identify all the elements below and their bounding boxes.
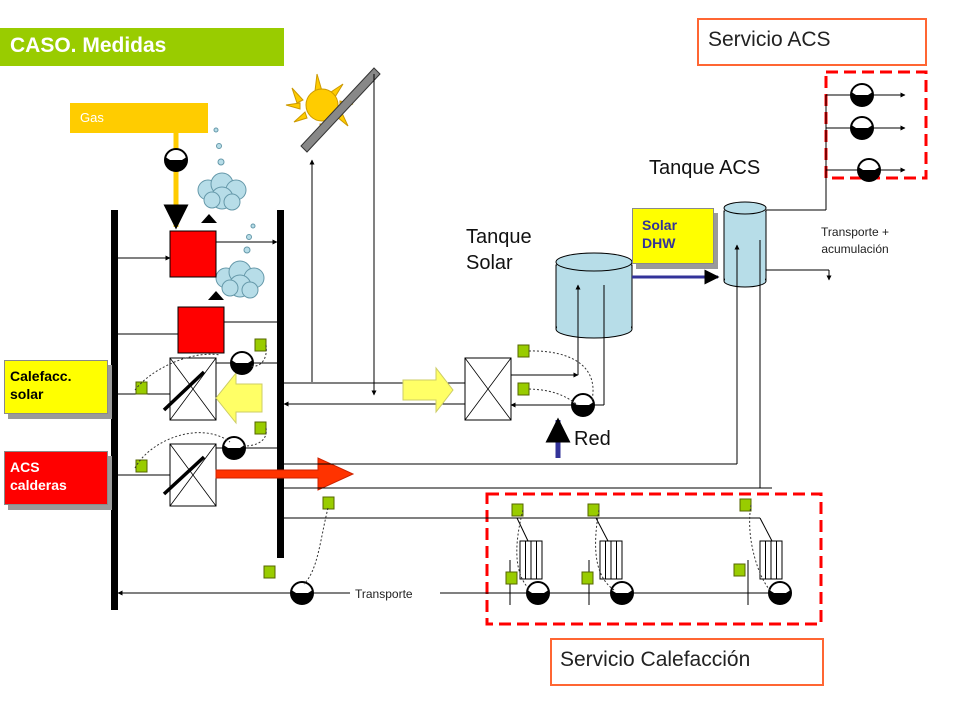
heat-exchanger-icon-2	[169, 443, 217, 507]
smoke-cloud-icon-upper	[197, 172, 247, 211]
smoke-cloud-icon-lower	[215, 260, 265, 299]
pump-icon-acs-2	[850, 116, 874, 140]
meter-icons	[135, 338, 752, 585]
signal-wires	[134, 344, 771, 591]
pump-icon-transport	[290, 581, 314, 605]
smoke-bubbles	[213, 127, 256, 254]
pump-icon-acs-3	[857, 158, 881, 182]
solar-heating-arrow-left	[215, 371, 263, 425]
transporte-label: Transporte	[353, 587, 415, 601]
acs-calderas-label: ACS calderas	[10, 459, 67, 493]
pump-icon-dhw-loop	[222, 436, 246, 460]
title-bar	[0, 28, 284, 66]
gas-label: Gas	[80, 110, 104, 125]
gas-label-box	[70, 103, 208, 133]
heating-service-frame	[485, 492, 823, 626]
pump-icon-heating-2	[610, 581, 634, 605]
transporte-acumulacion-label: Transporte + acumulación	[821, 225, 889, 256]
tanque-acs-label: Tanque ACS	[649, 157, 761, 179]
acs-tank	[723, 201, 767, 288]
return-manifold	[111, 210, 118, 610]
calefacc-solar-box	[4, 360, 108, 414]
solar-dhw-box	[632, 208, 714, 264]
solar-tank	[555, 252, 633, 339]
pump-icon-heating-3	[768, 581, 792, 605]
boiler-1	[169, 230, 217, 278]
heat-exchanger-icon-1	[169, 357, 217, 421]
servicio-calefaccion-label: Servicio Calefacción	[560, 648, 751, 671]
radiator-icon-3	[759, 540, 783, 580]
servicio-acs-box	[697, 18, 927, 66]
pump-icon-solar-loop	[230, 351, 254, 375]
radiator-icon-2	[599, 540, 623, 580]
dhw-arrow	[215, 457, 355, 491]
heat-exchanger-icon-3	[464, 357, 512, 421]
servicio-calefaccion-box	[550, 638, 824, 686]
boiler-2	[177, 306, 225, 354]
page-title: CASO. Medidas	[10, 34, 167, 57]
burner-triangle-lower	[208, 291, 224, 300]
red-label: Red	[574, 428, 611, 450]
solar-dhw-label: Solar DHW	[642, 217, 678, 251]
supply-manifold	[277, 210, 284, 558]
solar-collector-panel	[300, 67, 381, 153]
tanque-solar-label: Tanque Solar	[466, 226, 532, 274]
burner-triangle-upper	[201, 214, 217, 223]
radiator-icon-1	[519, 540, 543, 580]
acs-calderas-box	[4, 451, 108, 505]
solar-heating-arrow-right	[402, 366, 454, 414]
pump-icon-acs-1	[850, 83, 874, 107]
pump-icon-heating-1	[526, 581, 550, 605]
pump-icon-gas	[164, 148, 188, 172]
pump-icon-network	[571, 393, 595, 417]
servicio-acs-label: Servicio ACS	[708, 28, 831, 51]
calefacc-solar-label: Calefacc. solar	[10, 368, 72, 402]
